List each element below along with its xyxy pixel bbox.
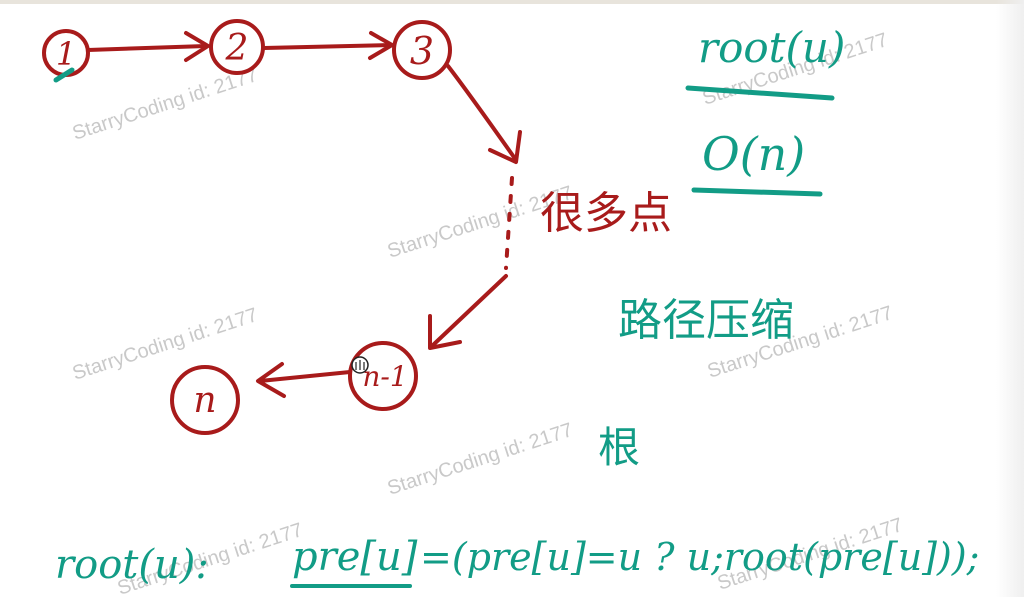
complexity-value: O(n) bbox=[702, 127, 805, 181]
code-line: root(u): pre[u] =(pre[u]=u ? u;root(pre[… bbox=[55, 534, 979, 588]
teal-tick-mark bbox=[53, 67, 75, 83]
node-circle-3 bbox=[392, 20, 452, 80]
edge-n-1-n bbox=[258, 370, 352, 383]
arrowhead-n-1-n bbox=[256, 362, 286, 398]
watermark-6: StarryCoding id: 2177 bbox=[385, 419, 576, 500]
node-label-3: 3 bbox=[410, 29, 434, 73]
root-u-title: root(u) bbox=[698, 23, 845, 72]
code-expr-rhs: =(pre[u]=u ? u;root(pre[u])); bbox=[420, 535, 979, 579]
fraction-line bbox=[685, 85, 835, 101]
edge-to-n-1 bbox=[430, 274, 508, 348]
arrowhead-1-2 bbox=[184, 31, 210, 62]
node-label-n: n bbox=[193, 380, 216, 421]
underline-complexity bbox=[691, 187, 823, 197]
watermark-1: StarryCoding id: 2177 bbox=[70, 64, 261, 145]
node-label-2: 2 bbox=[225, 28, 249, 69]
linked-chain bbox=[42, 19, 522, 435]
dotted-continuation bbox=[504, 176, 514, 270]
code-expr-lhs: pre[u] bbox=[292, 534, 418, 580]
edge-2-3 bbox=[262, 43, 392, 50]
path-compression-label: 路径压缩 bbox=[618, 295, 794, 346]
node-labels: 1 2 3 n-1 n bbox=[56, 28, 434, 421]
root-char-label: 根 bbox=[598, 423, 640, 472]
watermark-3: StarryCoding id: 2177 bbox=[70, 304, 261, 385]
arrowhead-2-3 bbox=[368, 31, 394, 60]
hand-cursor-icon bbox=[351, 356, 369, 374]
code-func-label: root(u): bbox=[55, 542, 209, 588]
node-circle-n-1 bbox=[348, 341, 418, 411]
node-label-1: 1 bbox=[56, 35, 76, 73]
edge-1-2 bbox=[86, 44, 208, 52]
node-label-n-1: n-1 bbox=[362, 360, 407, 393]
window-top-edge bbox=[0, 0, 1024, 4]
complexity-annotation: root(u) O(n) bbox=[698, 23, 845, 181]
arrowhead-3-down bbox=[488, 130, 522, 164]
edge-3-down bbox=[446, 64, 518, 162]
arrowhead-to-n-1 bbox=[428, 314, 462, 350]
many-points-label: 很多点 bbox=[540, 188, 672, 239]
right-edge-shade bbox=[996, 0, 1024, 597]
node-circle-n bbox=[170, 365, 240, 435]
